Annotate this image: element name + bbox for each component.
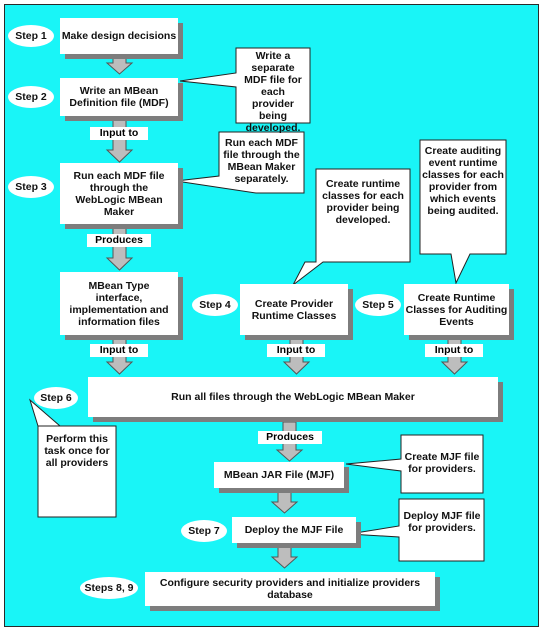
mbean-jar-text: MBean JAR File (MJF) [223,469,335,481]
design-decisions-box: Make design decisions [60,18,178,54]
callout-runtime-shape [292,168,411,286]
auditing-runtime-text: Create Runtime Classes for Auditing Even… [405,291,508,328]
provider-runtime-box: Create Provider Runtime Classes [240,284,348,335]
arrow-3-4 [105,223,134,271]
run-mdf-text: Run each MDF file through the WebLogic M… [73,169,165,218]
design-decisions-text: Make design decisions [61,30,177,42]
arrow-1-2 [105,53,134,75]
step-5-badge: Step 5 [355,294,401,316]
arrow-deploy-configure [270,542,299,569]
step-4-badge: Step 4 [192,294,238,316]
input-to-label-3: Input to [267,344,325,357]
callout-create-mjf-shape [345,434,484,494]
callout-create-mjf: Create MJF file for providers. [404,451,480,475]
run-mdf-box: Run each MDF file through the WebLogic M… [60,163,178,224]
callout-perform-once: Perform this task once for all providers [44,433,110,469]
callout-auditing-classes: Create auditing event runtime classes fo… [422,145,504,217]
mbean-type-box: MBean Type interface, implementation and… [60,272,178,335]
input-to-label-4: Input to [425,344,483,357]
callout-deploy-mjf: Deploy MJF file for providers. [403,510,481,534]
step-3-badge: Step 3 [8,176,54,198]
run-all-files-text: Run all files through the WebLogic MBean… [171,391,415,403]
deploy-mjf-box: Deploy the MJF File [232,517,356,543]
auditing-runtime-box: Create Runtime Classes for Auditing Even… [404,284,509,335]
run-all-files-box: Run all files through the WebLogic MBean… [88,377,498,417]
mbean-jar-box: MBean JAR File (MJF) [214,462,344,488]
deploy-mjf-text: Deploy the MJF File [244,524,344,536]
mbean-type-text: MBean Type interface, implementation and… [69,279,169,328]
write-mdf-text: Write an MBean Definition file (MDF) [69,85,169,109]
produces-label-1: Produces [87,234,151,247]
callout-separate-mdf: Write a separate MDF file for each provi… [244,50,302,134]
input-to-label-1: Input to [90,127,148,140]
step-2-badge: Step 2 [8,86,54,108]
step-1-badge: Step 1 [8,25,54,47]
callout-mbean-maker-shape [175,131,305,194]
callout-auditing-shape [419,139,507,285]
step-7-badge: Step 7 [181,520,227,542]
configure-providers-text: Configure security providers and initial… [159,577,421,601]
write-mdf-box: Write an MBean Definition file (MDF) [60,78,178,116]
step-8-9-badge: Steps 8, 9 [80,577,138,599]
provider-runtime-text: Create Provider Runtime Classes [251,297,337,322]
configure-providers-box: Configure security providers and initial… [145,572,435,606]
arrow-jar-deploy [270,487,299,514]
callout-runtime-classes: Create runtime classes for each provider… [322,178,404,226]
callout-separate-mdf-shape [179,47,311,124]
callout-perform-shape [29,398,117,518]
step-6-badge: Step 6 [34,387,78,409]
callout-deploy-mjf-shape [348,498,485,562]
callout-mbean-maker: Run each MDF file through the MBean Make… [223,137,300,185]
produces-label-2: Produces [258,431,322,444]
input-to-label-2: Input to [90,344,148,357]
